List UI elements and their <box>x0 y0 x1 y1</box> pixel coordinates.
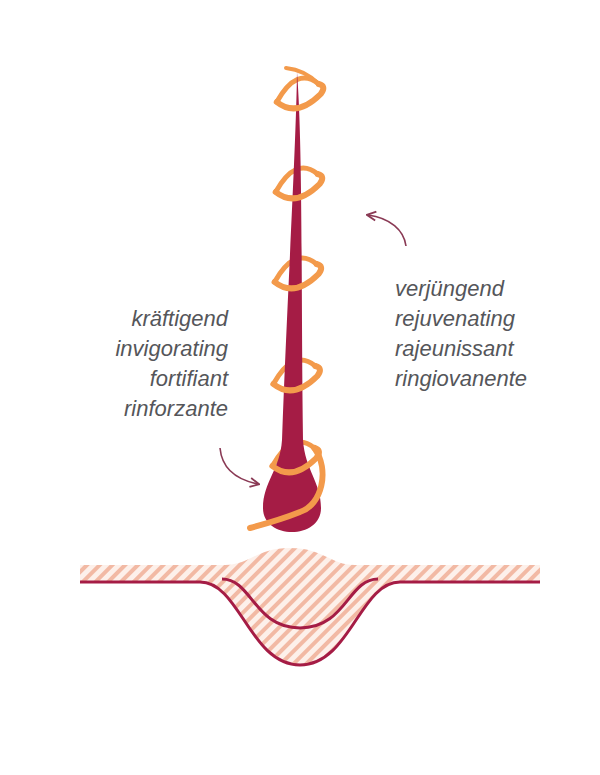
spiral-ribbon <box>273 366 320 390</box>
skin-outline <box>80 582 540 665</box>
follicle-outline <box>222 579 378 628</box>
spiral-ribbon <box>275 264 322 288</box>
spiral-ribbon <box>277 84 324 108</box>
effect-label: rejuvenating <box>395 304 515 334</box>
leader-arrow <box>368 215 406 246</box>
effect-label: rinforzante <box>124 394 228 424</box>
effect-label: ringiovanente <box>395 364 527 394</box>
effect-label: fortifiant <box>150 364 228 394</box>
spiral-ribbon <box>272 448 319 472</box>
effect-label: verjüngend <box>395 274 504 304</box>
leader-arrow <box>220 448 258 484</box>
effect-label: kräftigend <box>131 304 228 334</box>
hair-shaft <box>263 72 321 532</box>
skin-layer <box>80 548 540 665</box>
spiral-ribbon <box>286 68 319 84</box>
effect-label: invigorating <box>115 334 228 364</box>
effect-label: rajeunissant <box>395 334 514 364</box>
spiral-ribbon <box>276 174 323 198</box>
spiral-ribbon <box>250 448 323 528</box>
